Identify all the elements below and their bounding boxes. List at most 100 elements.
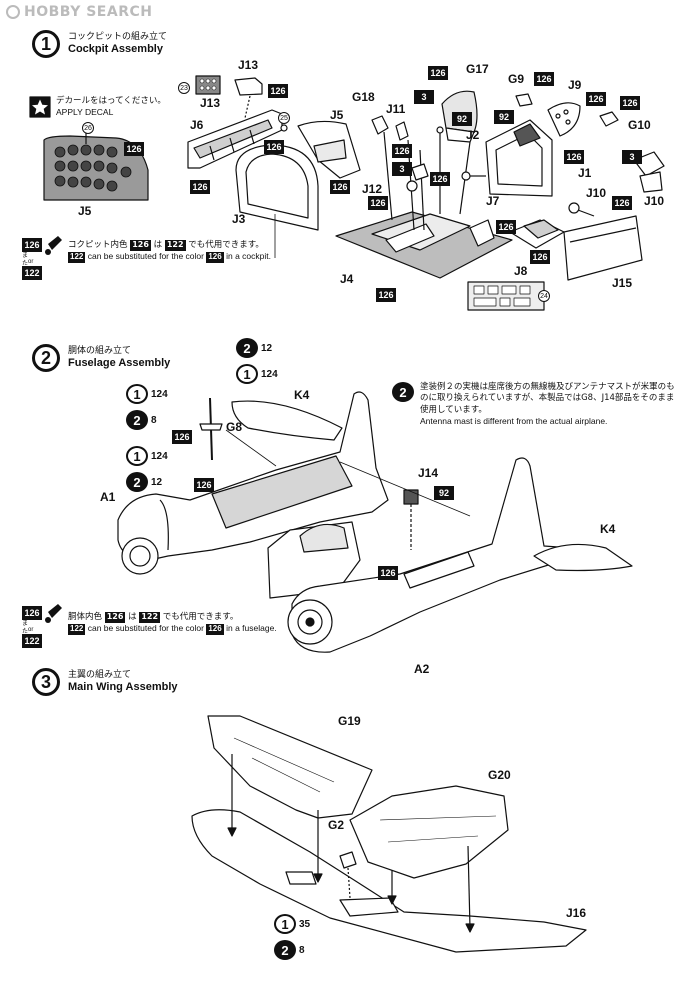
antenna-note: 塗装例２の実機は座席後方の無線機及びアンテナマストが米軍のものに取り換えられてい…: [420, 382, 682, 428]
color-126-badge: 126: [564, 150, 584, 164]
decal-note-en: APPLY DECAL: [56, 107, 114, 118]
step-2-title-jp: 胴体の組み立て: [68, 346, 132, 356]
step-3-title-jp: 主翼の組み立て: [68, 670, 132, 680]
note-inline-badge: 122: [68, 252, 86, 264]
part-label-j14: J14: [418, 466, 439, 480]
part-label-j10-small: J10: [586, 186, 607, 200]
decal-23-marker: 23: [178, 82, 190, 94]
color-126-badge: 126: [430, 172, 450, 186]
color-126-badge: 126: [190, 180, 210, 194]
color-value: 12: [151, 476, 163, 488]
part-label-j11: J11: [386, 102, 406, 116]
color-value: 8: [151, 414, 157, 426]
part-label-g9: G9: [508, 72, 525, 86]
part-label-j9: J9: [568, 78, 582, 92]
color-3-badge: 3: [414, 90, 434, 104]
color-126-badge: 126: [534, 72, 554, 86]
part-label-k4-right: K4: [600, 522, 616, 536]
part-label-g10: G10: [628, 118, 651, 132]
color-value: 8: [299, 944, 305, 956]
decal-25-marker: 25: [278, 112, 290, 124]
scheme-1-mark: 1: [126, 384, 148, 404]
note-inline-badge: 126: [206, 624, 224, 636]
color-value: 124: [261, 368, 278, 380]
color-value: 124: [151, 450, 168, 462]
part-label-g2: G2: [328, 818, 345, 832]
color-126-badge: 126: [194, 478, 214, 492]
scheme-2-mark: 2: [274, 940, 296, 960]
color-126-badge: 126: [330, 180, 350, 194]
part-label-g19: G19: [338, 714, 361, 728]
part-label-a2: A2: [414, 662, 430, 676]
note-jp-b: は: [153, 240, 163, 250]
decal-26-marker: 26: [82, 122, 94, 134]
color-92-badge: 92: [452, 112, 472, 126]
scheme-2-mark: 2: [392, 382, 414, 402]
color-value: 12: [261, 342, 273, 354]
note-en-a: can be substituted for the color: [87, 251, 204, 262]
antenna-note-jp: 塗装例２の実機は座席後方の無線機及びアンテナマストが米軍のものに取り換えられてい…: [420, 382, 675, 415]
color-126-badge: 126: [392, 144, 412, 158]
note-jp-a: 胴体内色: [68, 612, 103, 622]
color-3-badge: 3: [392, 162, 412, 176]
note-or-en: or: [28, 627, 34, 633]
note-jp-b: は: [128, 612, 137, 622]
note-inline-badge: 122: [68, 624, 86, 636]
color-value: 35: [299, 918, 311, 930]
color-126-badge: 126: [496, 220, 516, 234]
part-label-j4: J4: [340, 272, 354, 286]
part-label-j16: J16: [566, 906, 587, 920]
note-en-a: can be substituted for the color: [87, 623, 204, 634]
part-label-g8: G8: [226, 420, 243, 434]
color-126-badge: 126: [612, 196, 632, 210]
part-label-j15: J15: [612, 276, 633, 290]
part-label-j5: J5: [78, 204, 92, 218]
part-label-j6: J6: [190, 118, 204, 132]
antenna-note-en: Antenna mast is different from the actua…: [420, 416, 608, 427]
scheme-1-mark: 1: [126, 446, 148, 466]
note-jp-c: でも代用できます。: [162, 612, 239, 622]
scheme-1-mark: 1: [236, 364, 258, 384]
note-color-a-badge: 126: [22, 606, 42, 620]
antenna-note-scheme-mark: 2: [392, 382, 414, 402]
part-label-j10: J10: [644, 194, 665, 208]
note-jp-a: コクピット内色: [68, 240, 128, 250]
fuselage-note-text: 胴体内色 126 は 122 でも代用できます。 122 can be subs…: [68, 612, 277, 636]
part-label-j12: J12: [362, 182, 383, 196]
note-en-b: in a fuselage.: [226, 623, 277, 634]
color-3-badge: 3: [622, 150, 642, 164]
part-label-a1: A1: [100, 490, 116, 504]
part-label-g18: G18: [352, 90, 375, 104]
hobby-search-logo-icon: [6, 5, 20, 19]
color-126-badge: 126: [268, 84, 288, 98]
note-inline-badge: 126: [130, 240, 151, 251]
note-color-b-badge: 122: [22, 634, 42, 648]
part-label-g17: G17: [466, 62, 489, 76]
decal-note: デカールをはってください。 APPLY DECAL: [56, 96, 166, 119]
step-1-number: 1: [32, 30, 60, 58]
decal-star-icon: [29, 96, 51, 118]
paint-brush-icons: [45, 236, 62, 623]
color-value: 124: [151, 388, 168, 400]
scheme-1-mark: 1: [274, 914, 296, 934]
part-label-g20: G20: [488, 768, 511, 782]
note-inline-badge: 126: [104, 612, 126, 623]
part-j5-instrument-panel: [43, 128, 149, 201]
note-inline-badge: 122: [139, 612, 161, 623]
color-92-badge: 92: [434, 486, 454, 500]
color-126-badge: 126: [124, 142, 144, 156]
step-2-number: 2: [32, 344, 60, 372]
color-92-badge: 92: [494, 110, 514, 124]
part-label-j3: J3: [232, 212, 246, 226]
scheme-2-mark: 2: [126, 410, 148, 430]
part-label-k4-left: K4: [294, 388, 310, 402]
scheme-2-mark: 2: [126, 472, 148, 492]
part-label-j8: J8: [514, 264, 528, 278]
part-label-j7: J7: [486, 194, 500, 208]
